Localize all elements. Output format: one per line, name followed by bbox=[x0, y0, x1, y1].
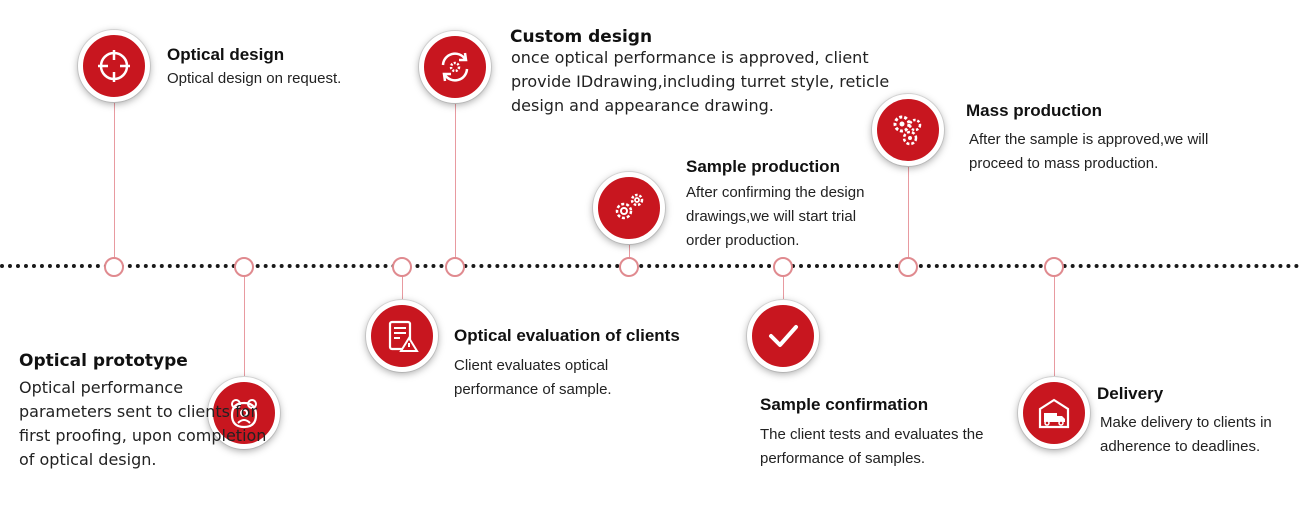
gear-refresh-icon bbox=[419, 31, 491, 103]
timeline-node-sample-confirmation bbox=[773, 257, 793, 277]
step-title-optical-design: Optical design bbox=[167, 45, 285, 64]
step-title-delivery: Delivery bbox=[1097, 384, 1164, 403]
connector-optical-design bbox=[114, 98, 115, 258]
timeline-node-delivery bbox=[1044, 257, 1064, 277]
step-desc-mass-production: After the sample is approved,we will pro… bbox=[969, 131, 1209, 172]
connector-optical-evaluation bbox=[402, 276, 403, 300]
step-desc-sample-production: After confirming the design drawings,we … bbox=[686, 184, 865, 249]
connector-mass-production bbox=[908, 160, 909, 258]
connector-sample-confirmation bbox=[783, 276, 784, 300]
step-desc-custom-design: once optical performance is approved, cl… bbox=[511, 48, 890, 115]
truck-warehouse-icon bbox=[1018, 377, 1090, 449]
gears-icon bbox=[593, 172, 665, 244]
timeline-dotted-line bbox=[0, 264, 1300, 268]
timeline-node-mass-production bbox=[898, 257, 918, 277]
timeline-node-optical-prototype bbox=[234, 257, 254, 277]
timeline-node-sample-production bbox=[619, 257, 639, 277]
gears-cluster-icon bbox=[872, 94, 944, 166]
step-title-sample-confirmation: Sample confirmation bbox=[760, 395, 929, 414]
step-title-custom-design: Custom design bbox=[510, 27, 653, 47]
connector-custom-design bbox=[455, 104, 456, 258]
step-title-optical-prototype: Optical prototype bbox=[19, 351, 188, 371]
timeline-node-optical-evaluation bbox=[392, 257, 412, 277]
timeline-node-custom-design bbox=[445, 257, 465, 277]
step-title-mass-production: Mass production bbox=[966, 101, 1103, 120]
step-desc-optical-design: Optical design on request. bbox=[167, 70, 342, 87]
step-title-optical-evaluation: Optical evaluation of clients bbox=[454, 326, 680, 345]
connector-sample-production bbox=[629, 238, 630, 258]
timeline-node-optical-design bbox=[104, 257, 124, 277]
checkmark-icon bbox=[747, 300, 819, 372]
connector-delivery bbox=[1054, 276, 1055, 382]
crosshair-icon bbox=[78, 30, 150, 102]
step-desc-optical-prototype: Optical performance parameters sent to c… bbox=[19, 378, 267, 469]
step-desc-delivery: Make delivery to clients in adherence to… bbox=[1100, 414, 1272, 455]
bear-icon bbox=[208, 377, 280, 449]
connector-optical-prototype bbox=[244, 276, 245, 382]
step-title-sample-production: Sample production bbox=[686, 157, 840, 176]
report-warning-icon bbox=[366, 300, 438, 372]
step-desc-optical-evaluation: Client evaluates optical performance of … bbox=[454, 357, 612, 398]
step-desc-sample-confirmation: The client tests and evaluates the perfo… bbox=[760, 426, 984, 467]
